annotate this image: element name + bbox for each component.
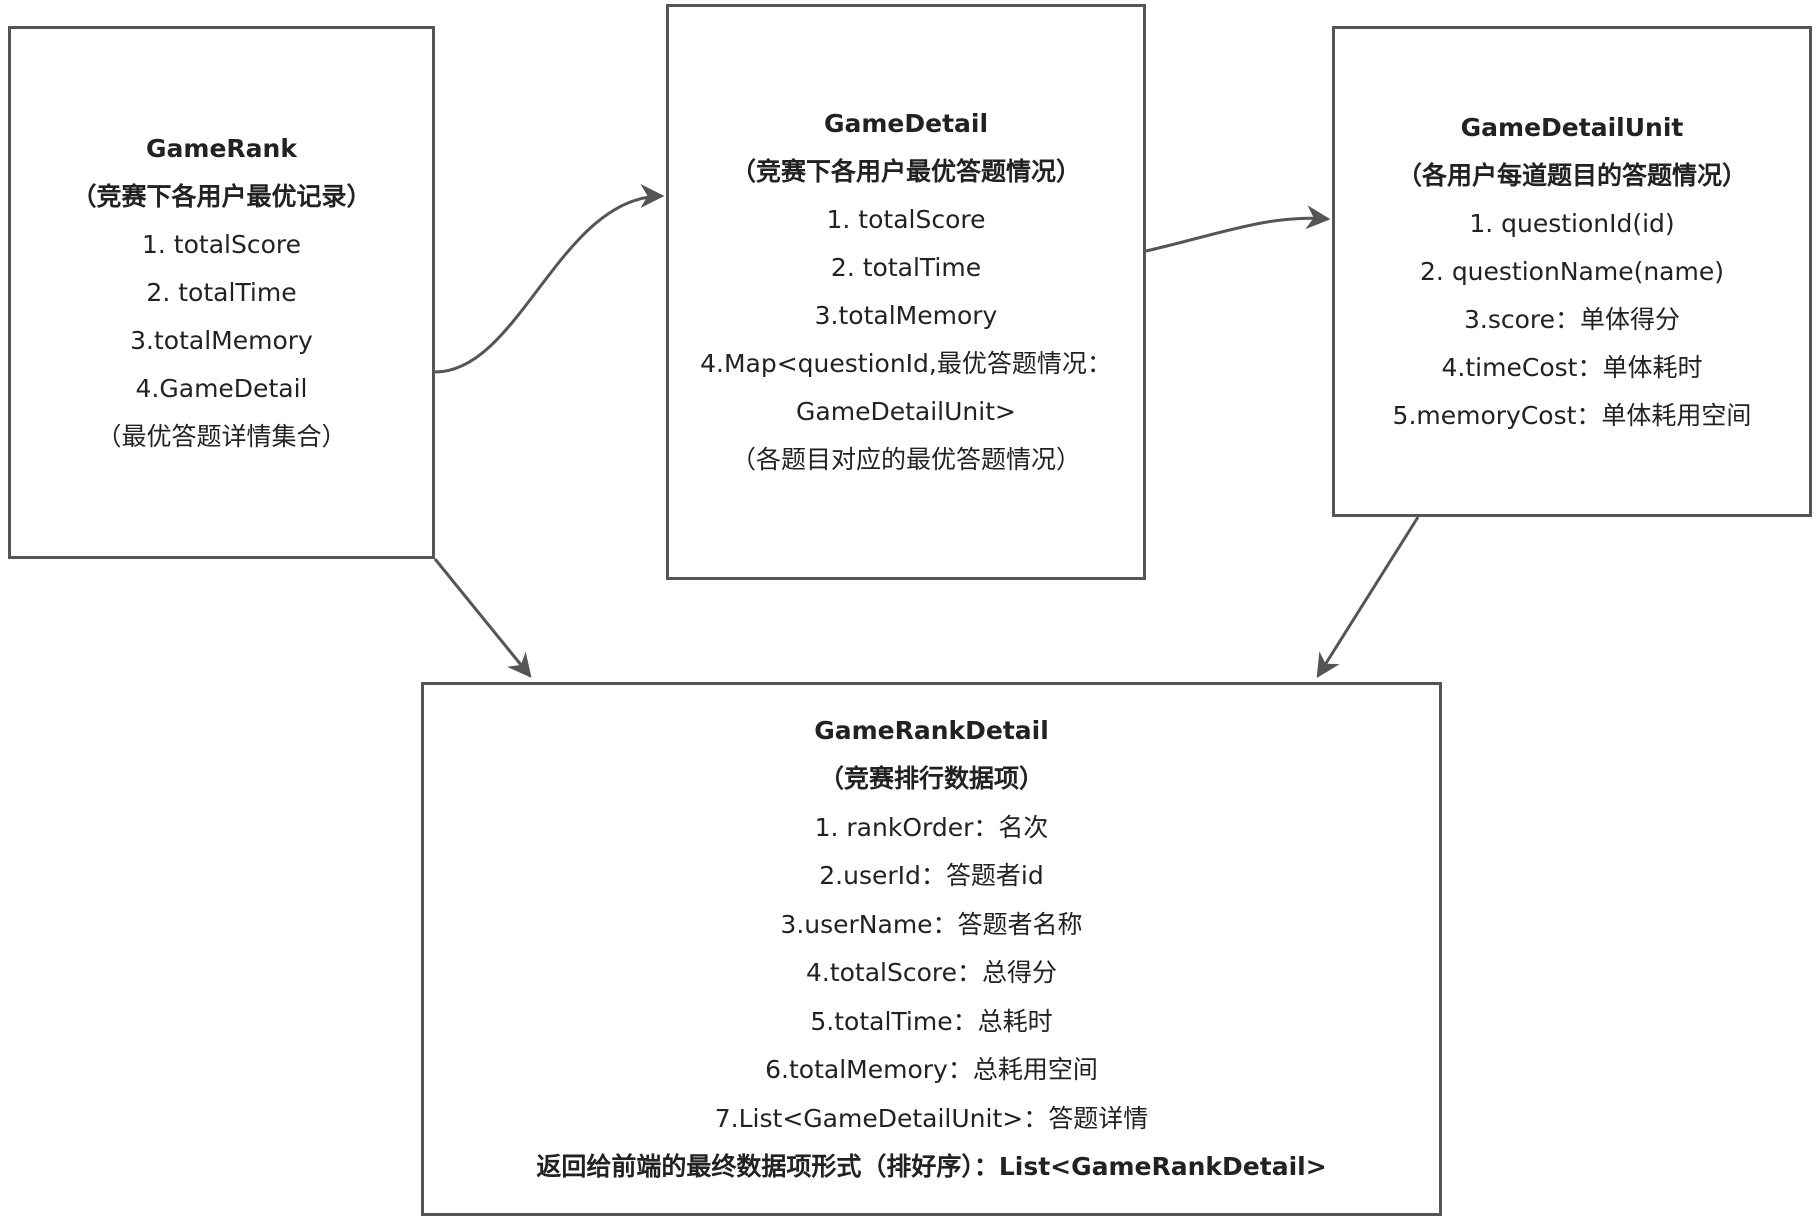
gamerankdetail-subtitle: （竞赛排行数据项）: [818, 764, 1044, 793]
gamerankdetail-field: 6.totalMemory：总耗用空间: [765, 1055, 1098, 1084]
gamedetailunit-title: GameDetailUnit: [1460, 112, 1684, 142]
gamerank-box: GameRank （竞赛下各用户最优记录） 1. totalScore 2. t…: [8, 26, 435, 559]
gamedetail-box: GameDetail （竞赛下各用户最优答题情况） 1. totalScore …: [666, 4, 1146, 580]
gamedetailunit-box: GameDetailUnit （各用户每道题目的答题情况） 1. questio…: [1332, 26, 1812, 517]
gamedetail-field: （各题目对应的最优答题情况）: [730, 445, 1081, 474]
gamerankdetail-field: 3.userName：答题者名称: [780, 909, 1083, 939]
gamedetail-field: 2. totalTime: [830, 253, 982, 282]
gamerankdetail-field: 4.totalScore：总得分: [805, 958, 1058, 987]
arrow-gamedetail-to-gamedetailunit: [1145, 205, 1331, 253]
arrow-gamedetailunit-to-gamerankdetail: [1316, 516, 1420, 679]
gamedetailunit-field: 3.score：单体得分: [1463, 304, 1681, 334]
arrow-gamerank-to-gamedetail: [434, 184, 665, 374]
gamerankdetail-box: GameRankDetail （竞赛排行数据项） 1. rankOrder：名次…: [421, 682, 1442, 1216]
gamerank-field: （最优答题详情集合）: [96, 421, 347, 451]
gamerankdetail-title: GameRankDetail: [814, 715, 1049, 745]
gamedetail-title: GameDetail: [823, 109, 989, 138]
gamerankdetail-field: 2.userId：答题者id: [819, 861, 1044, 890]
gamedetail-subtitle: （竞赛下各用户最优答题情况）: [730, 157, 1081, 186]
gamedetail-field: 1. totalScore: [826, 205, 986, 234]
gamerank-field: 3.totalMemory: [130, 325, 313, 355]
gamerank-field: 2. totalTime: [146, 277, 297, 307]
gamedetailunit-field: 2. questionName(name): [1420, 256, 1724, 286]
gamerank-subtitle: （竞赛下各用户最优记录）: [71, 181, 372, 211]
gamedetailunit-field: 5.memoryCost：单体耗用空间: [1392, 400, 1752, 430]
gamerankdetail-field: 5.totalTime：总耗时: [810, 1006, 1053, 1036]
gamedetail-field: 3.totalMemory: [814, 301, 998, 330]
gamerankdetail-field: 1. rankOrder：名次: [814, 812, 1049, 842]
gamerank-field: 4.GameDetail: [135, 373, 308, 403]
gamedetail-field: GameDetailUnit>: [796, 397, 1016, 426]
gamerankdetail-footer: 返回给前端的最终数据项形式（排好序）：List<GameRankDetail>: [536, 1152, 1327, 1181]
arrow-gamerank-to-gamerankdetail: [433, 558, 532, 678]
gamerank-title: GameRank: [146, 133, 297, 163]
gamerankdetail-field: 7.List<GameDetailUnit>：答题详情: [714, 1103, 1149, 1133]
gamedetailunit-field: 4.timeCost：单体耗时: [1441, 352, 1703, 382]
gamerank-field: 1. totalScore: [142, 229, 301, 259]
gamedetail-field: 4.Map<questionId,最优答题情况：: [700, 349, 1112, 378]
gamedetailunit-field: 1. questionId(id): [1469, 208, 1675, 238]
gamedetailunit-subtitle: （各用户每道题目的答题情况）: [1396, 160, 1747, 190]
